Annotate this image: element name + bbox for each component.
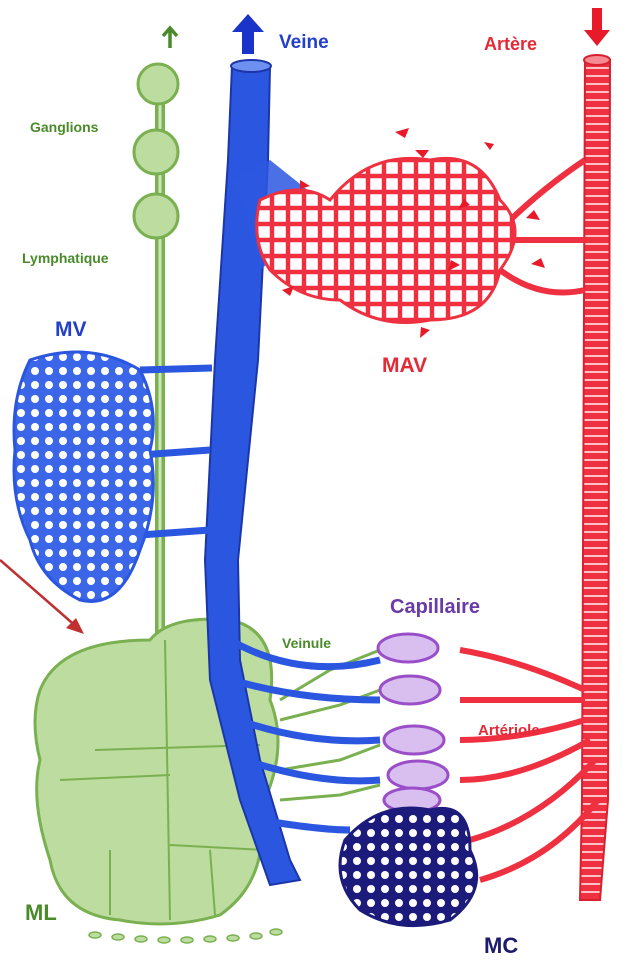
lymph-node: [138, 64, 178, 104]
label-mc: MC: [484, 933, 518, 958]
artery-flow-arrow-icon: [584, 8, 610, 46]
lymph-flow-arrow-icon: [163, 28, 177, 48]
label-veine: Veine: [279, 32, 329, 53]
capillary-bed: [378, 634, 448, 812]
venous-malformation: [14, 352, 153, 601]
lymph-node: [134, 130, 178, 174]
label-capillaire: Capillaire: [390, 596, 480, 618]
label-arteriole: Artériole: [478, 722, 540, 739]
lymph-node: [134, 194, 178, 238]
label-mv: MV: [55, 318, 87, 341]
vein-flow-arrow-icon: [232, 14, 264, 54]
label-ml: ML: [25, 900, 57, 925]
label-lymphatique: Lymphatique: [22, 250, 109, 266]
label-mav: MAV: [382, 354, 427, 377]
label-ganglions: Ganglions: [30, 119, 99, 135]
capillary-malformation: [340, 808, 477, 926]
label-artere: Artère: [484, 34, 537, 54]
label-veinule: Veinule: [282, 635, 331, 651]
